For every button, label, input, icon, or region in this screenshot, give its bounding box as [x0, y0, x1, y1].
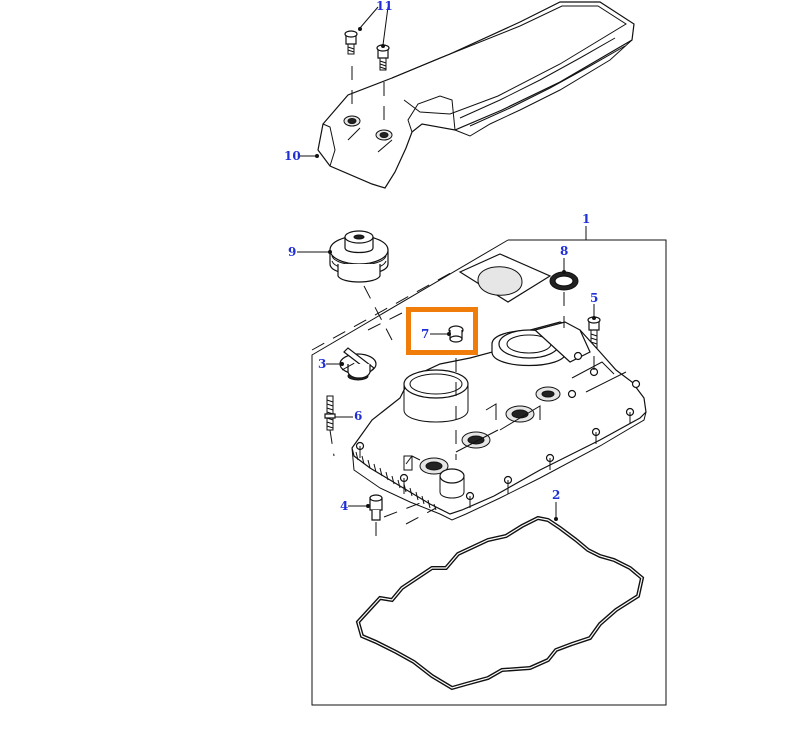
oil-filler-cap-part-9[interactable]: [329, 230, 389, 283]
assembly-frame-part-1: [311, 239, 667, 706]
screw-part-11-left[interactable]: [344, 30, 358, 55]
callout-2[interactable]: 2: [552, 488, 561, 502]
callout-4[interactable]: 4: [340, 499, 349, 513]
seal-part-8[interactable]: [549, 271, 579, 291]
screw-part-11-right[interactable]: [376, 44, 390, 71]
callout-10[interactable]: 10: [284, 149, 301, 163]
callout-5[interactable]: 5: [590, 291, 599, 305]
callout-7[interactable]: 7: [421, 327, 430, 341]
callout-3[interactable]: 3: [318, 357, 327, 371]
leader-lines: [297, 6, 596, 521]
callout-1[interactable]: 1: [582, 212, 591, 226]
callout-8[interactable]: 8: [560, 244, 569, 258]
plug-part-7[interactable]: [448, 325, 464, 343]
cap-part-3[interactable]: [339, 347, 377, 381]
callout-11[interactable]: 11: [376, 0, 393, 13]
highlight-box: [406, 307, 478, 355]
callout-6[interactable]: 6: [354, 409, 363, 423]
sleeve-part-4[interactable]: [369, 494, 383, 521]
engine-cover-part-10[interactable]: [317, 1, 635, 189]
stud-part-6[interactable]: [324, 395, 336, 431]
valve-cover-part-1[interactable]: [351, 253, 647, 521]
callout-9[interactable]: 9: [288, 245, 297, 259]
gasket-part-2[interactable]: [355, 515, 645, 691]
